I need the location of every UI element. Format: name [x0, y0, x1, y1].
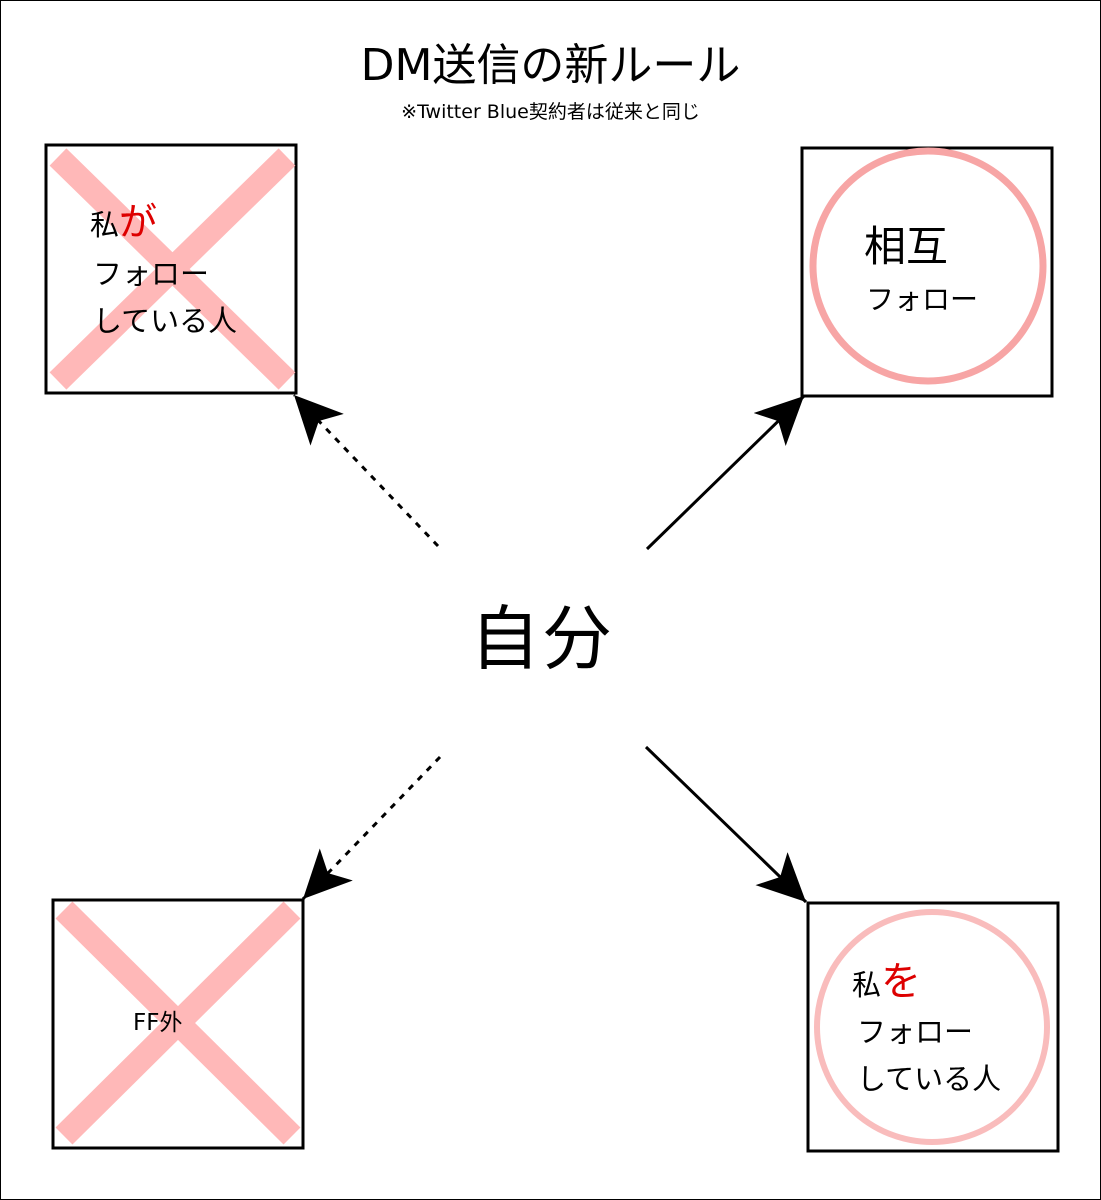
node-bottom-right-line1: 私を — [852, 952, 921, 1015]
center-label: 自分 — [470, 598, 614, 680]
node-top-right-circle-mark — [809, 147, 1047, 385]
node-top-left-emphasis: が — [119, 200, 158, 244]
arrow-to-top-right — [645, 394, 806, 551]
node-top-right-line1: 相互 — [864, 222, 949, 271]
arrow-to-top-left — [292, 393, 440, 548]
page-subtitle: ※Twitter Blue契約者は従来と同じ — [401, 101, 700, 123]
node-top-right-line2: フォロー — [866, 283, 979, 316]
node-top-left-cross-mark — [49, 148, 296, 390]
node-bottom-right-line2: フォロー — [857, 1015, 974, 1049]
node-top-left-prefix: 私 — [90, 208, 120, 242]
node-bottom-right-line3: している人 — [857, 1062, 1002, 1096]
node-bottom-left-line1: FF外 — [133, 1010, 183, 1036]
node-bottom-left — [51, 898, 305, 1150]
arrow-to-bottom-right — [644, 745, 808, 904]
node-top-left-line3: している人 — [93, 304, 238, 338]
arrow-to-bottom-left — [301, 755, 442, 901]
node-bottom-right-prefix: 私 — [852, 968, 882, 1002]
node-top-left — [44, 143, 298, 395]
node-bottom-right — [806, 901, 1060, 1153]
node-top-right — [800, 146, 1054, 398]
node-top-left-line1: 私が — [90, 198, 157, 249]
page-title: DM送信の新ルール — [360, 40, 741, 91]
node-bottom-left-cross-mark — [55, 901, 301, 1145]
node-bottom-right-circle-mark — [814, 909, 1050, 1145]
node-top-left-line2: フォロー — [93, 257, 210, 291]
node-bottom-right-emphasis: を — [881, 959, 922, 1005]
